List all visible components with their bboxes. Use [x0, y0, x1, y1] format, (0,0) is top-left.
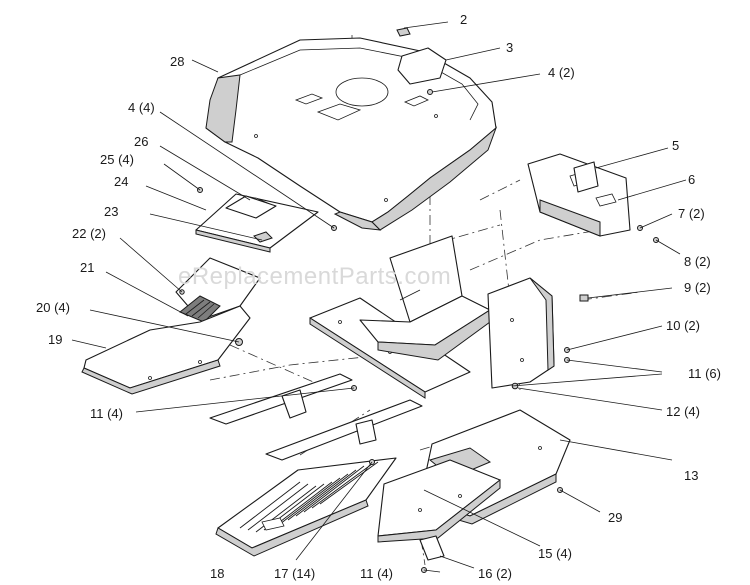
callout-label: 6 [688, 172, 695, 187]
callout-label: 23 [104, 204, 118, 219]
watermark-text: eReplacementParts.com [178, 263, 451, 290]
callout-label: 11 (6) [688, 366, 721, 381]
callout-label: 22 (2) [72, 226, 106, 241]
callout-label: 28 [170, 54, 184, 69]
mid-bracket-lower [265, 399, 423, 461]
callout-label: 24 [114, 174, 128, 189]
callout-label: 4 (4) [128, 100, 155, 115]
callout-label: 2 [460, 12, 467, 27]
seat-pedestal [359, 235, 491, 361]
left-fender-part-19 [81, 305, 251, 395]
plug-part-2 [396, 27, 411, 37]
leader-lines [71, 21, 687, 573]
callout-label: 11 (4) [90, 406, 123, 421]
callout-label: 3 [506, 40, 513, 55]
callout-label: 8 (2) [684, 254, 711, 269]
callout-label: 13 [684, 468, 698, 483]
callout-label: 19 [48, 332, 62, 347]
callout-labels: 2 3 4 (2) 28 4 (4) 26 25 (4) 24 23 22 (2… [36, 12, 721, 581]
callout-label: 7 (2) [678, 206, 705, 221]
clip-part-9 [579, 294, 589, 302]
screw-part-4-top [427, 89, 433, 95]
lower-mount-part-15 [377, 459, 563, 573]
callout-label: 25 (4) [100, 152, 134, 167]
callout-label: 12 (4) [666, 404, 700, 419]
bracket-part-6 [527, 153, 631, 237]
callout-label: 29 [608, 510, 622, 525]
decal-part-5 [573, 161, 599, 193]
callout-label: 17 (14) [274, 566, 315, 581]
side-panel-right [487, 277, 555, 389]
callout-label: 26 [134, 134, 148, 149]
dash-panel-part-21 [175, 257, 261, 323]
callout-label: 20 (4) [36, 300, 70, 315]
floor-mat-part-18 [215, 457, 397, 557]
decal-part-3 [397, 47, 447, 85]
callout-label: 5 [672, 138, 679, 153]
callout-label: 4 (2) [548, 65, 575, 80]
callout-label: 16 (2) [478, 566, 512, 581]
mid-bracket-upper [209, 373, 357, 425]
callout-label: 11 (4) [360, 566, 393, 581]
hood-part-28 [205, 37, 498, 231]
callout-label: 15 (4) [538, 546, 572, 561]
callout-label: 9 (2) [684, 280, 711, 295]
decal-part-26 [225, 195, 277, 219]
callout-label: 10 (2) [666, 318, 700, 333]
callout-label: 18 [210, 566, 224, 581]
callout-label: 21 [80, 260, 94, 275]
